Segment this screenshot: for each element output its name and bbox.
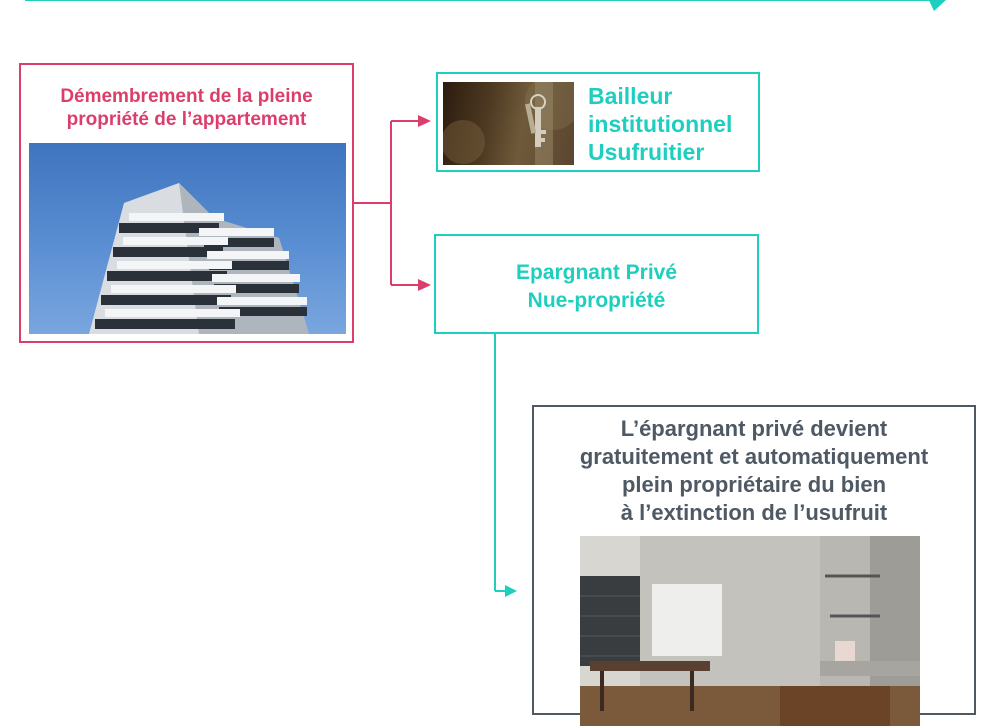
demembrement-title-line1: Démembrement de la pleine — [60, 86, 313, 107]
epargnant-line1: Epargnant Privé — [515, 261, 678, 284]
resultat-line4: à l’extinction de l’usufruit — [620, 500, 888, 525]
top-arrow-head — [928, 0, 946, 11]
interior-photo — [580, 536, 920, 726]
bailleur-line2: institutionnel — [588, 111, 733, 137]
bailleur-node: Bailleur institutionnel Usufruitier — [436, 72, 760, 172]
demembrement-title: Démembrement de la pleine propriété de l… — [21, 85, 352, 131]
epargnant-node: Epargnant Privé Nue-propriété — [434, 234, 759, 334]
bailleur-label: Bailleur institutionnel Usufruitier — [588, 82, 732, 166]
keys-photo — [443, 82, 574, 165]
resultat-line1: L’épargnant privé devient — [620, 416, 888, 441]
connectors — [25, 0, 946, 597]
building-photo — [29, 143, 346, 334]
arrowhead-bailleur — [418, 115, 431, 127]
resultat-label: L’épargnant privé devient gratuitement e… — [534, 415, 974, 527]
demembrement-title-line2: propriété de l’appartement — [66, 109, 307, 130]
resultat-line2: gratuitement et automatiquement — [579, 444, 929, 469]
resultat-line3: plein propriétaire du bien — [621, 472, 887, 497]
bailleur-line3: Usufruitier — [588, 139, 705, 165]
bailleur-line1: Bailleur — [588, 83, 673, 109]
arrowhead-result — [505, 585, 517, 597]
epargnant-line2: Nue-propriété — [527, 289, 666, 312]
epargnant-label: Epargnant Privé Nue-propriété — [436, 259, 757, 315]
arrowhead-epargnant — [418, 279, 431, 291]
demembrement-node: Démembrement de la pleine propriété de l… — [19, 63, 354, 343]
resultat-node: L’épargnant privé devient gratuitement e… — [532, 405, 976, 726]
